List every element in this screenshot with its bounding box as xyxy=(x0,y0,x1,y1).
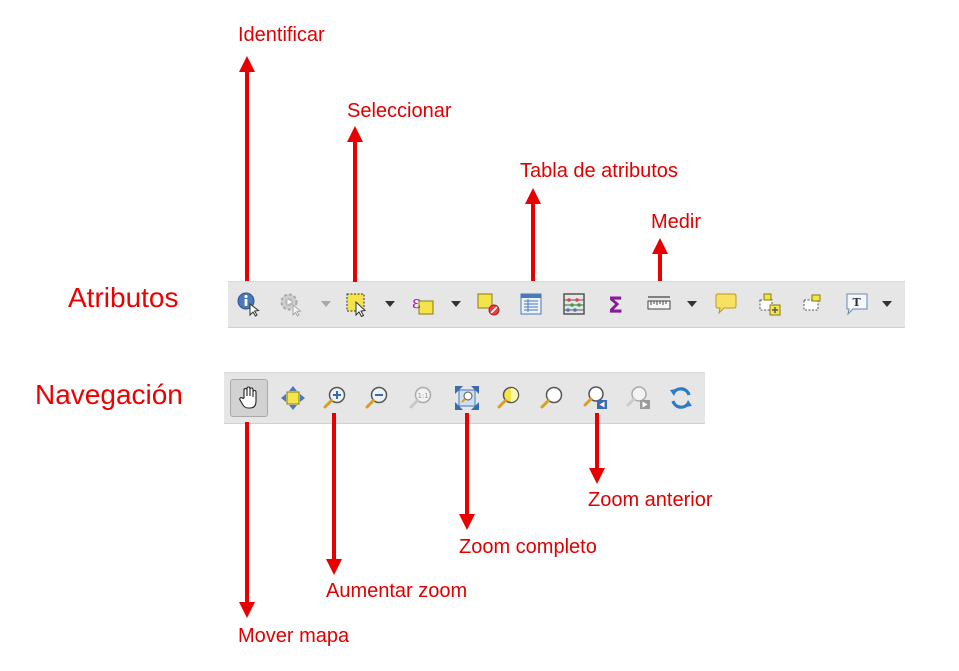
pan-to-selection-button[interactable] xyxy=(278,383,308,413)
zoom-selection-icon xyxy=(497,386,520,409)
ruler-icon xyxy=(647,296,671,310)
navigation-toolbar: 1:1 xyxy=(224,372,705,424)
refresh-icon xyxy=(670,387,692,409)
zoom-full-button[interactable] xyxy=(452,383,482,413)
select-features-icon xyxy=(346,293,367,317)
svg-text:1:1: 1:1 xyxy=(418,392,429,400)
map-tips-button[interactable] xyxy=(711,289,741,319)
svg-text:ε: ε xyxy=(412,293,421,313)
zoom-to-layer-button[interactable] xyxy=(537,383,567,413)
annotation-add-icon xyxy=(759,293,781,316)
statistical-summary-button[interactable]: Σ xyxy=(602,289,632,319)
select-features-button[interactable] xyxy=(342,289,372,319)
svg-text:Σ: Σ xyxy=(608,294,623,317)
annotation-icon xyxy=(803,294,821,311)
zoom-actual-size-icon: 1:1 xyxy=(409,386,432,409)
measure-line-button[interactable] xyxy=(644,289,674,319)
expression-select-icon: ε xyxy=(412,293,434,315)
zoom-last-button[interactable] xyxy=(581,383,611,413)
annotation-mover-mapa: Mover mapa xyxy=(238,625,350,647)
deselect-icon xyxy=(477,293,500,316)
text-annotation-icon: T xyxy=(846,293,868,316)
annotation-tabla-atributos: Tabla de atributos xyxy=(520,160,678,182)
text-annotation-button[interactable]: T xyxy=(842,289,872,319)
annotation-identificar: Identificar xyxy=(238,24,325,46)
zoom-out-icon xyxy=(365,386,388,409)
section-label-navegacion: Navegación xyxy=(35,379,183,410)
annotation-zoom-anterior: Zoom anterior xyxy=(588,489,713,511)
refresh-button[interactable] xyxy=(666,383,696,413)
speech-bubble-icon xyxy=(715,293,737,315)
hand-icon xyxy=(239,386,257,409)
new-bookmark-button[interactable] xyxy=(755,289,785,319)
attribute-table-icon xyxy=(520,293,542,315)
zoom-out-button[interactable] xyxy=(362,383,392,413)
open-attribute-table-button[interactable] xyxy=(516,289,546,319)
identify-icon xyxy=(237,292,260,317)
zoom-layer-icon xyxy=(540,386,563,409)
annotation-zoom-completo: Zoom completo xyxy=(459,536,597,558)
attributes-toolbar: ε Σ xyxy=(228,281,905,328)
annotation-medir: Medir xyxy=(651,211,702,233)
deselect-features-button[interactable] xyxy=(473,289,503,319)
zoom-full-extent-icon xyxy=(455,386,479,410)
zoom-previous-icon xyxy=(583,386,607,409)
select-by-expression-button[interactable]: ε xyxy=(408,289,438,319)
pan-map-button[interactable] xyxy=(230,379,268,417)
zoom-in-icon xyxy=(323,386,346,409)
sigma-icon: Σ xyxy=(608,294,623,317)
identify-features-button[interactable] xyxy=(234,289,264,319)
annotation-seleccionar: Seleccionar xyxy=(347,100,452,122)
show-bookmarks-button[interactable] xyxy=(798,289,828,319)
run-feature-action-button[interactable] xyxy=(276,289,306,319)
section-label-atributos: Atributos xyxy=(68,282,179,313)
zoom-next-button[interactable] xyxy=(624,383,654,413)
zoom-next-icon xyxy=(626,386,650,409)
pan-selection-icon xyxy=(281,386,305,410)
gear-action-icon xyxy=(280,293,302,317)
zoom-in-button[interactable] xyxy=(320,383,350,413)
zoom-native-resolution-button[interactable]: 1:1 xyxy=(406,383,436,413)
field-calculator-button[interactable] xyxy=(559,289,589,319)
zoom-to-selection-button[interactable] xyxy=(494,383,524,413)
svg-text:T: T xyxy=(853,296,862,309)
annotation-aumentar-zoom: Aumentar zoom xyxy=(326,580,468,602)
abacus-icon xyxy=(563,293,585,315)
